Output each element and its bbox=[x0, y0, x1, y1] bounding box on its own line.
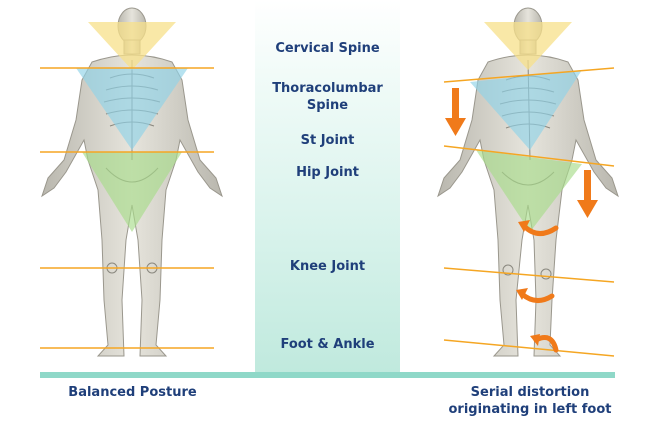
cervical-triangle bbox=[88, 22, 176, 70]
alignment-line bbox=[443, 67, 615, 83]
joint-label-knee: Knee Joint bbox=[289, 259, 366, 274]
joint-label-foot: Foot & Ankle bbox=[280, 337, 375, 352]
thoracic-triangle bbox=[470, 70, 582, 150]
pelvic-triangle bbox=[476, 150, 582, 232]
balanced-figure bbox=[40, 7, 223, 357]
joint-label-column bbox=[255, 0, 400, 378]
alignment-line bbox=[443, 145, 615, 167]
floor-line bbox=[40, 372, 615, 378]
rotation-arrow-icon bbox=[519, 291, 555, 303]
joint-label-cervical: Cervical Spine bbox=[275, 41, 380, 56]
cervical-triangle bbox=[484, 22, 572, 70]
rotation-arrow-icon bbox=[521, 223, 559, 236]
alignment-line bbox=[443, 339, 615, 357]
joint-label-hip: Hip Joint bbox=[296, 165, 359, 180]
distorted-figure bbox=[437, 7, 619, 357]
caption-balanced: Balanced Posture bbox=[68, 385, 197, 400]
caption-distorted: Serial distortion originating in left fo… bbox=[448, 385, 612, 417]
pelvic-triangle bbox=[82, 152, 182, 232]
joint-label-thoracolumbar: Thoracolumbar Spine bbox=[272, 81, 383, 113]
down-arrow-icon bbox=[445, 88, 466, 136]
down-arrow-icon bbox=[577, 170, 598, 218]
thoracic-triangle bbox=[76, 68, 188, 150]
alignment-line bbox=[443, 267, 615, 283]
joint-label-st: St Joint bbox=[300, 133, 355, 148]
